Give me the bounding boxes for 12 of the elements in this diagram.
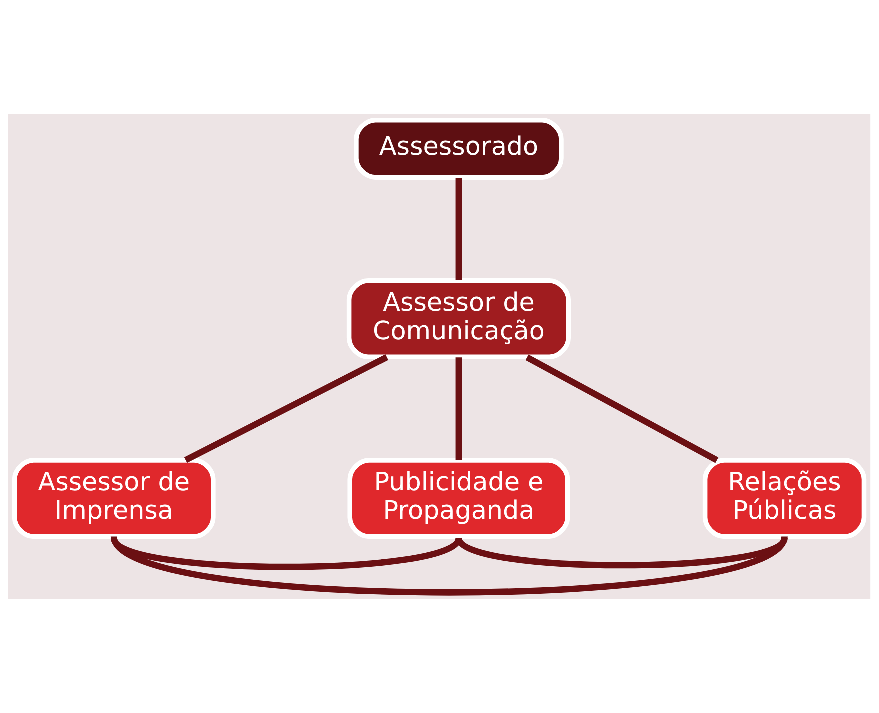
- connector: [184, 354, 389, 464]
- connector: [112, 534, 788, 596]
- connector: [456, 536, 788, 569]
- connector: [112, 536, 462, 570]
- node-box: Publicidade e Propaganda: [348, 458, 570, 540]
- connector: [456, 358, 462, 460]
- node-box: Assessor de Comunicação: [346, 278, 572, 360]
- node-box: Assessor de Imprensa: [12, 458, 216, 540]
- node-box: Relações Públicas: [702, 458, 867, 540]
- connector: [526, 354, 719, 464]
- connector: [456, 178, 462, 280]
- node-box: Assessorado: [354, 118, 564, 180]
